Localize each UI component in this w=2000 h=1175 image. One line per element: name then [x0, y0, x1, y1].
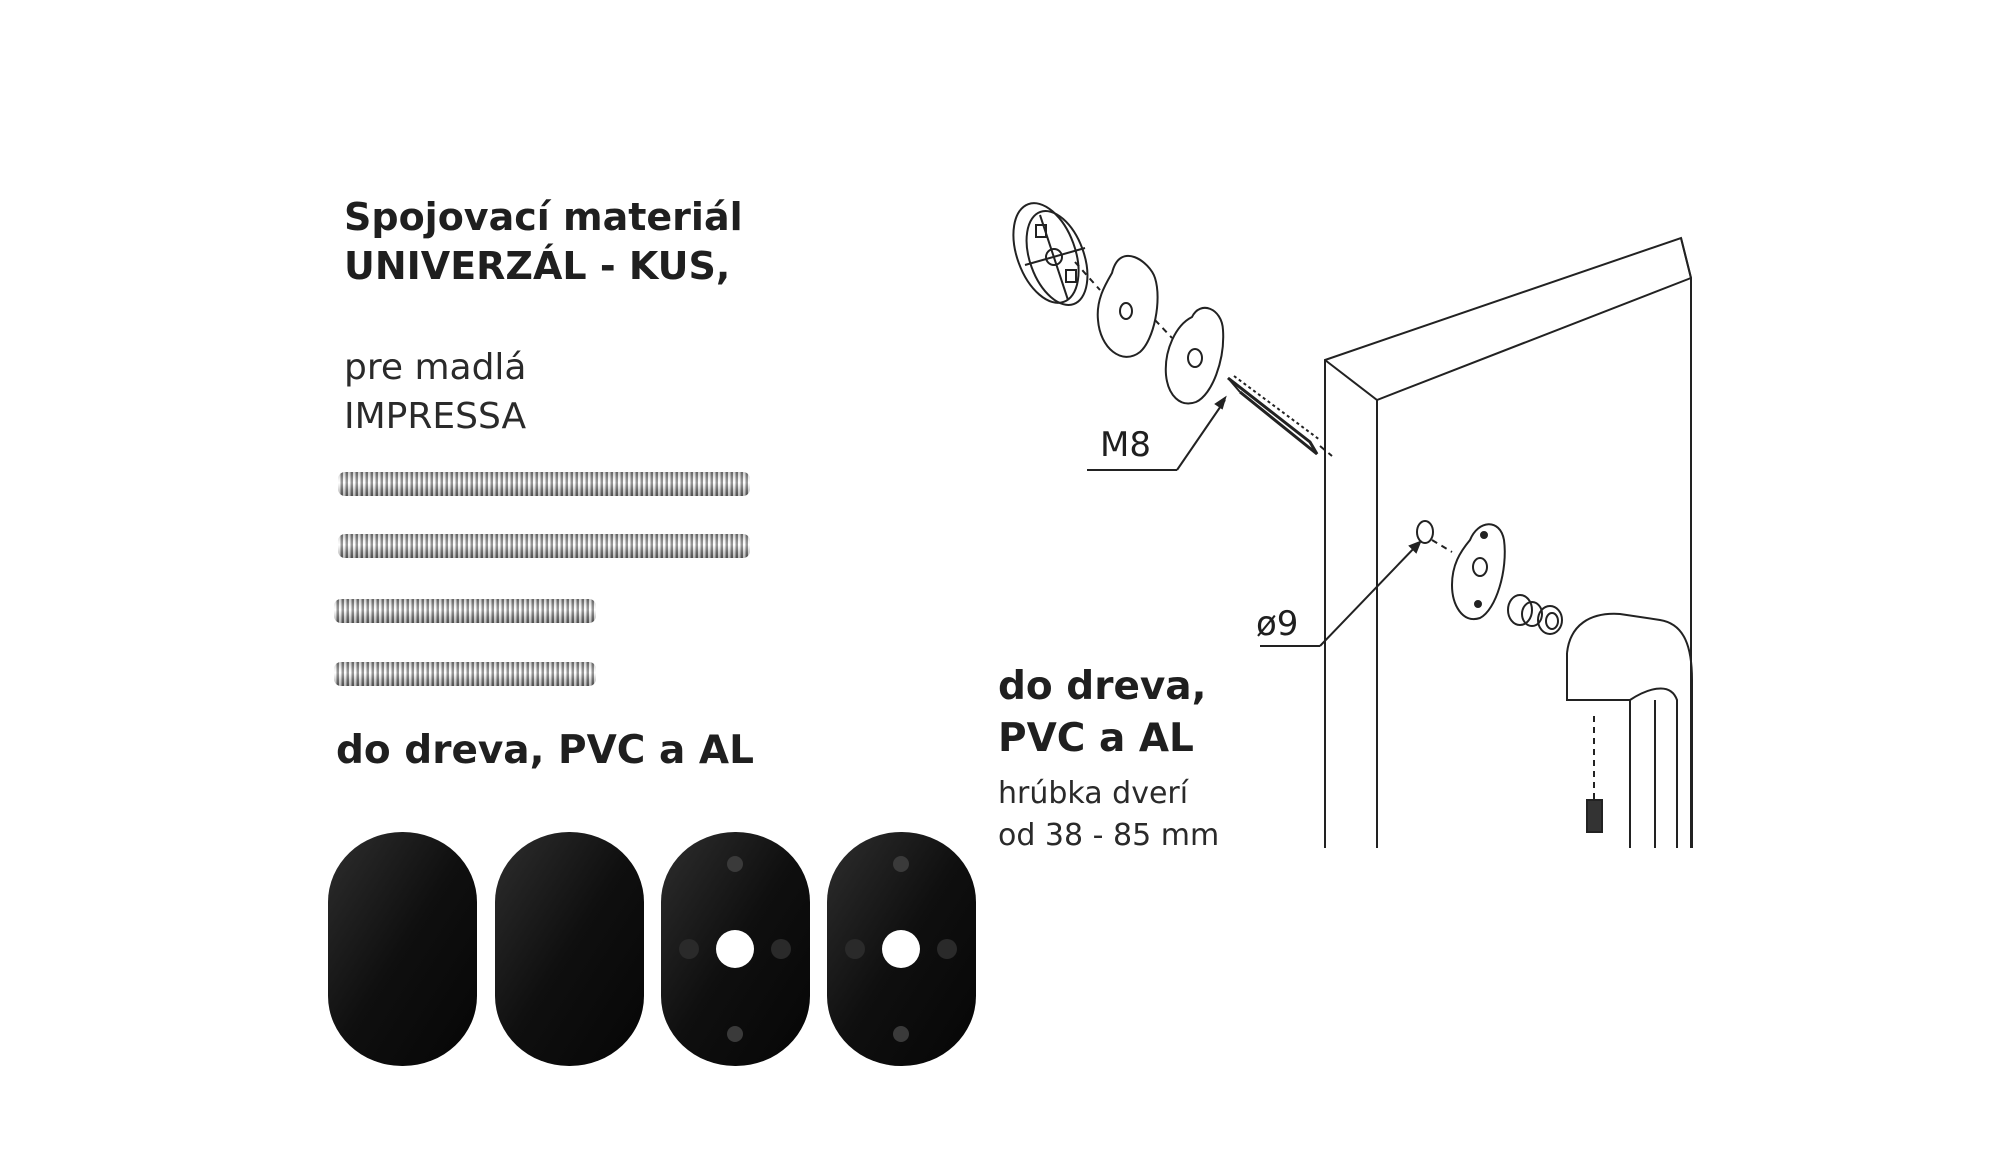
hole-drawing — [1416, 520, 1434, 544]
rosette-plate-drawing-2 — [1164, 306, 1225, 405]
threaded-rod-long-2 — [338, 534, 750, 558]
rosette-base-2 — [827, 832, 976, 1066]
set-screw-drawing — [1586, 716, 1603, 833]
rosette-base-drawing — [1012, 202, 1089, 306]
label-hole-diameter: ø9 — [1256, 604, 1299, 644]
rosette-base-1 — [661, 832, 810, 1066]
door-panel — [1324, 236, 1692, 848]
door-thickness-line-2: od 38 - 85 mm — [998, 818, 1220, 853]
diagram-material-line-1: do dreva, — [998, 664, 1207, 709]
usage-line-1: pre madlá — [344, 347, 527, 388]
rosette-cover-2 — [495, 832, 644, 1066]
threaded-bolt-drawing — [1227, 375, 1321, 456]
threaded-rod-long-1 — [338, 472, 750, 496]
rosette-lower-drawing — [1450, 523, 1506, 621]
rosette-plate-drawing-1 — [1096, 254, 1159, 358]
door-thickness-line-1: hrúbka dverí — [998, 776, 1189, 811]
material-note: do dreva, PVC a AL — [336, 728, 754, 773]
title-line-1: Spojovací materiál — [344, 195, 743, 239]
title-line-2: UNIVERZÁL - KUS, — [344, 244, 731, 288]
door-handle-drawing — [1566, 612, 1693, 848]
usage-line-2: IMPRESSA — [344, 396, 527, 437]
diagram-material-line-2: PVC a AL — [998, 716, 1194, 761]
threaded-rod-short-1 — [334, 599, 596, 623]
threaded-rod-short-2 — [334, 662, 596, 686]
label-thread-size: M8 — [1100, 425, 1151, 465]
rosette-cover-1 — [328, 832, 477, 1066]
bushing-drawing — [1507, 594, 1563, 635]
